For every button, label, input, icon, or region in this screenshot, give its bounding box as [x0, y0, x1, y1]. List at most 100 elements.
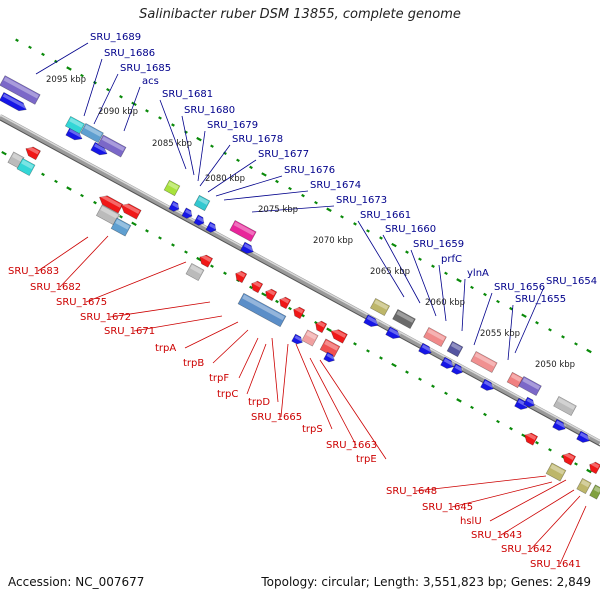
- reverse-leader-line: [319, 359, 387, 460]
- forward-gene-arrow: [193, 214, 205, 226]
- kbp-label: 2065 kbp: [370, 267, 410, 277]
- inner-tick-mark: [1, 150, 7, 156]
- forward-leader-line: [251, 205, 335, 213]
- reverse-gene-label: SRU_1648: [386, 486, 437, 497]
- reverse-gene-label: SRU_1663: [326, 440, 377, 451]
- kbp-label: 2050 kbp: [535, 360, 575, 370]
- outer-tick-mark: [93, 80, 97, 85]
- forward-gene-label: SRU_1676: [284, 165, 335, 176]
- reverse-gene-arrow: [265, 288, 278, 302]
- reverse-gene-label: trpS: [302, 424, 323, 435]
- forward-gene-box: [392, 308, 416, 330]
- outer-tick-mark: [41, 52, 45, 57]
- forward-gene-label: SRU_1679: [207, 120, 258, 131]
- outer-tick-mark: [236, 158, 240, 163]
- forward-gene-label: SRU_1681: [162, 89, 213, 100]
- reverse-leader-line: [295, 343, 333, 430]
- kbp-label: 2085 kbp: [152, 139, 192, 149]
- reverse-leader-line: [85, 261, 187, 303]
- reverse-leader-line: [238, 337, 259, 379]
- forward-gene-box: [369, 297, 391, 317]
- forward-leader-line: [199, 144, 231, 187]
- outer-tick-mark: [275, 179, 279, 184]
- forward-gene-box: [518, 375, 542, 397]
- outer-tick-mark: [353, 222, 357, 226]
- forward-gene-label: acs: [142, 76, 159, 87]
- outer-tick-mark: [521, 313, 527, 318]
- forward-gene-arrow: [240, 241, 255, 254]
- outer-tick-mark: [145, 109, 149, 113]
- reverse-gene-label: hslU: [460, 516, 482, 527]
- reverse-gene-arrow: [99, 194, 124, 214]
- forward-gene-arrow: [451, 363, 464, 375]
- inner-tick-mark: [548, 448, 552, 452]
- outer-tick-mark: [314, 200, 318, 205]
- reverse-gene-label: SRU_1641: [530, 559, 581, 570]
- reverse-gene-label: trpE: [356, 454, 377, 465]
- outer-tick-mark: [444, 271, 448, 276]
- forward-leader-line: [159, 99, 187, 170]
- reverse-gene-box: [576, 477, 592, 495]
- outer-tick-mark: [418, 257, 422, 261]
- forward-gene-arrow: [181, 207, 193, 219]
- reverse-leader-line: [451, 481, 553, 508]
- inner-tick-mark: [483, 412, 487, 417]
- reverse-gene-label: SRU_1682: [30, 282, 81, 293]
- reverse-gene-arrow: [199, 254, 214, 268]
- reverse-gene-box: [16, 157, 36, 177]
- inner-tick-mark: [196, 256, 202, 262]
- inner-tick-mark: [261, 292, 267, 297]
- reverse-gene-arrow: [562, 452, 577, 466]
- forward-leader-line: [123, 86, 141, 132]
- reverse-gene-label: SRU_1675: [56, 297, 107, 308]
- reverse-gene-label: SRU_1642: [501, 544, 552, 555]
- forward-gene-label: SRU_1689: [90, 32, 141, 43]
- forward-gene-label: SRU_1661: [360, 210, 411, 221]
- inner-tick-mark: [119, 215, 123, 219]
- reverse-leader-line: [37, 236, 89, 272]
- forward-gene-box: [97, 134, 127, 158]
- forward-leader-line: [461, 278, 466, 332]
- outer-tick-mark: [483, 292, 487, 297]
- forward-gene-box: [446, 340, 464, 358]
- kbp-label: 2055 kbp: [480, 329, 520, 339]
- forward-leader-line: [507, 304, 514, 361]
- forward-gene-arrow: [480, 378, 495, 391]
- forward-gene-arrow: [418, 342, 433, 355]
- reverse-gene-label: trpC: [217, 389, 238, 400]
- forward-gene-arrow: [363, 314, 379, 327]
- inner-tick-mark: [158, 236, 162, 240]
- outer-tick-mark: [456, 278, 462, 283]
- forward-gene-box: [0, 75, 41, 105]
- reverse-leader-line: [500, 489, 575, 536]
- forward-gene-arrow: [523, 396, 535, 408]
- inner-tick-mark: [574, 462, 578, 466]
- label-leaders: [35, 42, 587, 565]
- outer-tick-mark: [561, 335, 565, 339]
- outer-tick-mark: [288, 186, 292, 191]
- outer-tick-mark: [548, 328, 552, 332]
- outer-tick-mark: [535, 321, 539, 325]
- outer-tick-mark: [119, 95, 123, 99]
- reverse-gene-box: [545, 462, 567, 482]
- inner-tick-mark: [379, 356, 383, 360]
- forward-gene-box: [553, 395, 577, 417]
- inner-tick-mark: [171, 243, 175, 247]
- outer-tick-mark: [80, 73, 84, 78]
- reverse-leader-line: [59, 235, 109, 288]
- forward-gene-label: SRU_1654: [546, 276, 597, 287]
- inner-tick-mark: [249, 285, 253, 290]
- outer-tick-mark: [66, 66, 72, 71]
- reverse-gene-arrow: [293, 306, 306, 320]
- outer-tick-mark: [326, 207, 332, 212]
- reverse-leader-line: [280, 343, 289, 418]
- inner-tick-mark: [288, 306, 292, 311]
- forward-gene-box: [506, 371, 524, 389]
- reverse-leader-line: [309, 357, 357, 446]
- outer-tick-mark: [586, 348, 592, 354]
- inner-tick-mark: [223, 271, 227, 275]
- forward-gene-box: [423, 326, 447, 348]
- reverse-gene-label: SRU_1683: [8, 266, 59, 277]
- forward-leader-line: [410, 249, 437, 317]
- topology-label: Topology: circular; Length: 3,551,823 bp…: [261, 575, 591, 589]
